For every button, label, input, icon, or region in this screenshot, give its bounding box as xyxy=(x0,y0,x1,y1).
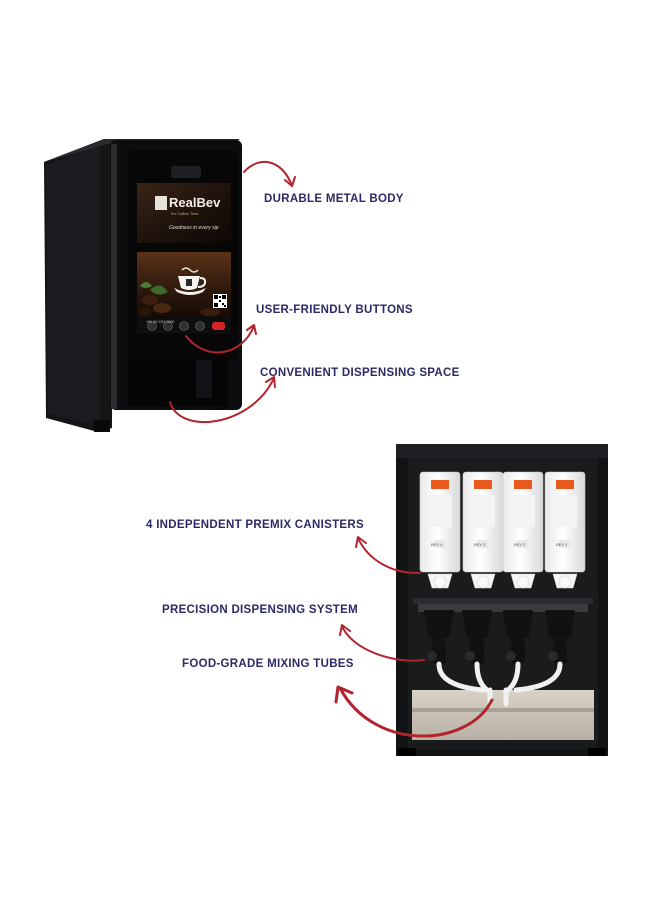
beverage-button-3[interactable] xyxy=(179,321,189,331)
label-precision-dispensing-system: PRECISION DISPENSING SYSTEM xyxy=(162,604,358,616)
sensor-window xyxy=(171,166,201,178)
logo-text: RealBev xyxy=(169,195,221,210)
canister-shelf xyxy=(413,598,593,604)
arrow-head-5 xyxy=(339,624,351,636)
canister-label-2: BEV 3 xyxy=(474,542,486,547)
drip-tray xyxy=(412,690,594,740)
arrow-dispensing-space xyxy=(169,377,275,424)
canister-label-3: BEV 2 xyxy=(514,542,526,547)
arrow-precision-dispensing xyxy=(341,625,425,662)
canister-4 xyxy=(544,471,586,589)
qr-code-icon xyxy=(213,294,227,308)
arrow-premix-canisters xyxy=(357,537,421,575)
arrow-head-2 xyxy=(246,324,257,335)
lower-display xyxy=(137,252,231,320)
canister-2 xyxy=(462,471,504,589)
canister-label-4: BEV 1 xyxy=(556,542,568,547)
logo-subtitle: It's Coffee Time xyxy=(171,211,199,216)
arrow-head-6 xyxy=(334,685,354,704)
label-food-grade-mixing-tubes: FOOD-GRADE MIXING TUBES xyxy=(182,658,354,670)
dispensing-area xyxy=(128,360,228,406)
arrow-durable-metal-body xyxy=(243,161,293,187)
arrow-user-friendly-buttons xyxy=(185,325,255,354)
stop-button[interactable] xyxy=(212,322,225,330)
label-convenient-dispensing-space: CONVENIENT DISPENSING SPACE xyxy=(260,367,460,379)
phone-text: +91 XX XXX 0000 xyxy=(146,320,175,324)
coffee-cup-icon xyxy=(174,267,207,295)
label-premix-canisters: 4 INDEPENDENT PREMIX CANISTERS xyxy=(146,519,364,531)
beverage-button-2[interactable] xyxy=(163,321,173,331)
screen-tagline: Goodness in every sip xyxy=(169,225,219,231)
button-strip xyxy=(137,318,231,334)
mixing-tubes xyxy=(436,661,563,707)
arrow-head-1 xyxy=(284,176,296,187)
arrow-head-3 xyxy=(265,376,276,388)
upper-display xyxy=(137,183,231,243)
beverage-button-4[interactable] xyxy=(195,321,205,331)
logo-badge xyxy=(155,196,167,210)
label-user-friendly-buttons: USER-FRIENDLY BUTTONS xyxy=(256,304,413,316)
beverage-button-1[interactable] xyxy=(147,321,157,331)
label-durable-metal-body: DURABLE METAL BODY xyxy=(264,193,404,205)
canister-3 xyxy=(502,471,544,589)
canister-label-1: BEV 4 xyxy=(431,542,443,547)
arrow-mixing-tubes xyxy=(338,686,494,738)
arrow-head-4 xyxy=(355,536,367,548)
mixing-bowls xyxy=(424,610,575,664)
canister-1 xyxy=(419,471,461,589)
